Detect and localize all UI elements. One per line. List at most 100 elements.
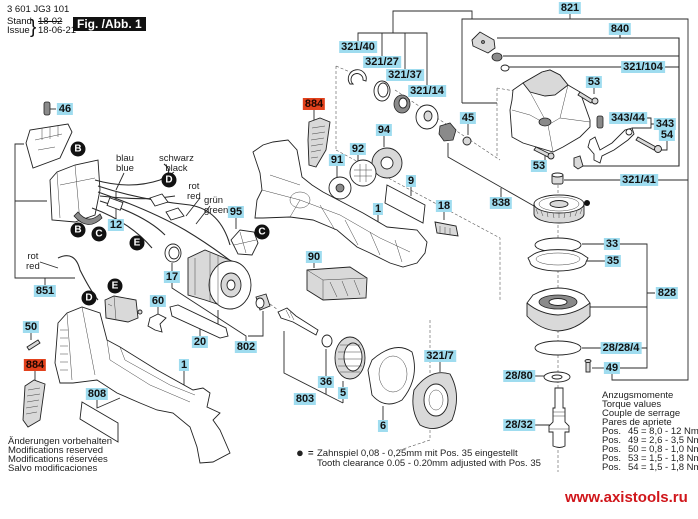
- callout-321-104[interactable]: 321/104: [621, 61, 665, 73]
- screw-50: [26, 339, 41, 351]
- note-line: Salvo modificaciones: [8, 463, 98, 474]
- battery-contact-18: [434, 221, 459, 237]
- callout-35[interactable]: 35: [604, 255, 622, 267]
- callout-5[interactable]: 5: [337, 387, 349, 399]
- wire-label-black: schwarz black: [159, 154, 194, 173]
- connector-marker-c: C: [254, 224, 270, 240]
- torque-pos-label: Pos.: [602, 462, 622, 473]
- callout-49[interactable]: 49: [603, 362, 621, 374]
- clip-840: [471, 31, 496, 54]
- callout-18[interactable]: 18: [435, 200, 453, 212]
- callout-828[interactable]: 828: [655, 287, 679, 299]
- callout-321-14[interactable]: 321/14: [408, 85, 446, 97]
- callout-321-41[interactable]: 321/41: [620, 174, 658, 186]
- note-line: Modifications réservées: [8, 454, 108, 465]
- callout-6[interactable]: 6: [377, 420, 389, 432]
- torque-row: Pos. 49 = 2,6 - 3,5 Nm: [602, 435, 698, 446]
- shaft-803: [277, 307, 319, 336]
- label-plate-9: [384, 184, 426, 224]
- callout-53[interactable]: 53: [585, 76, 603, 88]
- callout-838[interactable]: 838: [489, 197, 513, 209]
- callout-20[interactable]: 20: [191, 336, 209, 348]
- callout-17[interactable]: 17: [163, 271, 181, 283]
- torque-pos-number: 53: [628, 453, 639, 464]
- callout-50[interactable]: 50: [22, 321, 40, 333]
- callout-321-27[interactable]: 321/27: [363, 56, 401, 68]
- callout-53-lower[interactable]: 53: [530, 160, 548, 172]
- fan-5: [334, 336, 366, 380]
- callout-95[interactable]: 95: [227, 206, 245, 218]
- connector-marker-e: E: [107, 278, 123, 294]
- screw-53-bottom: [533, 146, 555, 160]
- callout-321-40[interactable]: 321/40: [339, 41, 377, 53]
- callout-1-bottom[interactable]: 1: [178, 359, 190, 371]
- bracket-840: [497, 35, 680, 167]
- callout-94[interactable]: 94: [375, 124, 393, 136]
- connector-marker-b: B: [70, 141, 86, 157]
- callout-92[interactable]: 92: [349, 143, 367, 155]
- wire-label-en: black: [165, 162, 188, 174]
- callout-840[interactable]: 840: [608, 23, 632, 35]
- torque-row: Pos. 54 = 1,5 - 1,8 Nm: [602, 462, 698, 473]
- callout-90[interactable]: 90: [305, 251, 323, 263]
- callout-28-28-4[interactable]: 28/28/4: [600, 342, 642, 354]
- wire-label-de: rot: [188, 181, 200, 192]
- callout-33[interactable]: 33: [603, 238, 621, 250]
- callout-884-left[interactable]: 884: [23, 359, 47, 371]
- callout-851[interactable]: 851: [33, 285, 57, 297]
- callout-802[interactable]: 802: [234, 341, 258, 353]
- screw-54: [635, 136, 662, 153]
- ring-17: [164, 243, 182, 263]
- torque-row: Pos. 50 = 0,8 - 1,0 Nm: [602, 444, 698, 455]
- callout-884-top[interactable]: 884: [302, 98, 326, 110]
- spindle-28-32: [548, 387, 570, 448]
- callout-321-37[interactable]: 321/37: [386, 69, 424, 81]
- screw-49: [584, 359, 592, 373]
- gear-head-cover: [509, 69, 591, 153]
- bracket-851: [14, 143, 75, 285]
- bracket-321-group: [357, 10, 473, 85]
- wire-label-red: rot red: [187, 182, 201, 201]
- torque-value: = 1,5 - 1,8 Nm: [641, 453, 698, 464]
- callout-9[interactable]: 9: [405, 175, 417, 187]
- switch-board: [25, 123, 73, 169]
- callout-321-7[interactable]: 321/7: [424, 350, 456, 362]
- wire-label-de: blau: [116, 153, 134, 164]
- torque-value: = 8,0 - 12 Nm: [641, 426, 698, 437]
- bearing-holder-92: [349, 159, 377, 187]
- wire-label-green: grün green: [204, 196, 228, 215]
- spring-ring: [491, 52, 503, 62]
- callout-803[interactable]: 803: [293, 393, 317, 405]
- wire-label-de: schwarz: [159, 153, 194, 164]
- callout-91[interactable]: 91: [328, 154, 346, 166]
- callout-28-32[interactable]: 28/32: [503, 419, 535, 431]
- callout-54[interactable]: 54: [658, 129, 676, 141]
- website-link[interactable]: www.axistools.ru: [565, 489, 688, 506]
- torque-pos-number: 54: [628, 462, 639, 473]
- callout-28-80[interactable]: 28/80: [503, 370, 535, 382]
- motor-802: [187, 249, 252, 310]
- torque-pos-label: Pos.: [602, 435, 622, 446]
- torque-pos-number: 50: [628, 444, 639, 455]
- note-line: Modifications reserved: [8, 445, 104, 456]
- spring-46: [43, 101, 51, 116]
- callout-808[interactable]: 808: [85, 388, 109, 400]
- bracket-803: [283, 331, 344, 404]
- bracket-821: [461, 14, 689, 381]
- callout-46[interactable]: 46: [56, 103, 74, 115]
- callout-821[interactable]: 821: [558, 2, 582, 14]
- callout-60[interactable]: 60: [149, 295, 167, 307]
- callout-45[interactable]: 45: [459, 112, 477, 124]
- callout-36[interactable]: 36: [317, 376, 335, 388]
- callout-12[interactable]: 12: [107, 219, 125, 231]
- bearing-flange-828: [526, 287, 591, 332]
- callout-1-center[interactable]: 1: [372, 203, 384, 215]
- torque-values-table: Anzugsmomente Torque values Couple de se…: [602, 391, 698, 473]
- callout-343[interactable]: 343: [653, 118, 677, 130]
- callout-343-44[interactable]: 343/44: [609, 112, 647, 124]
- battery-frame-90: [306, 266, 368, 301]
- bushing-321-41: [551, 172, 564, 185]
- o-ring-321-104: [500, 64, 510, 72]
- washer-28-80: [543, 371, 571, 383]
